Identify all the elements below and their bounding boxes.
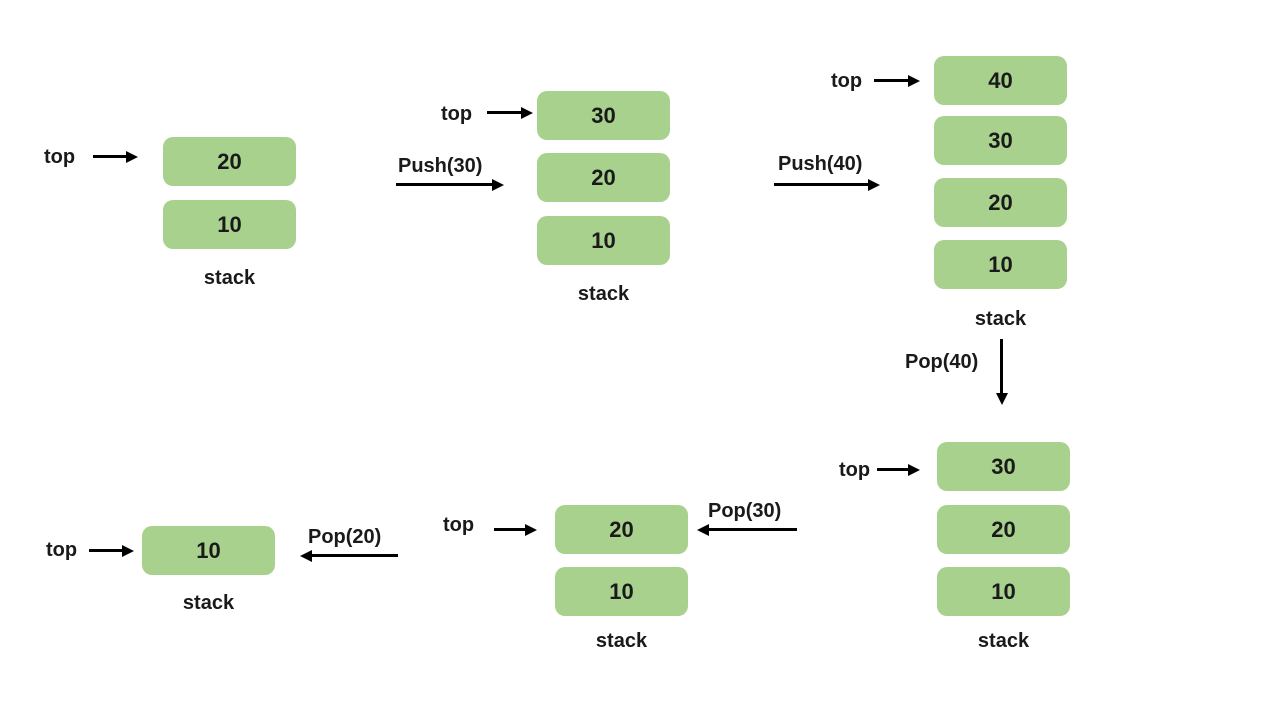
top-pointer-label: top: [443, 514, 475, 536]
stack-box: 10: [937, 567, 1070, 616]
stack-caption: stack: [203, 267, 256, 289]
stack-box: 10: [142, 526, 275, 575]
stack-box: 30: [934, 116, 1067, 165]
stack-box: 10: [163, 200, 296, 249]
push-40-label: Push(40): [778, 153, 863, 175]
top-pointer-label: top: [46, 539, 78, 561]
stack-box: 30: [937, 442, 1070, 491]
stack-box: 20: [937, 505, 1070, 554]
top-pointer-arrow-icon: [487, 111, 522, 114]
top-pointer-arrow-icon: [874, 79, 909, 82]
stack-box: 20: [555, 505, 688, 554]
top-pointer-arrow-icon: [494, 528, 526, 531]
pop-40-label: Pop(40): [905, 351, 979, 373]
stack-caption: stack: [977, 630, 1030, 652]
top-pointer-label: top: [44, 146, 76, 168]
stack-box: 40: [934, 56, 1067, 105]
pop-40-arrow-icon: [1000, 339, 1003, 394]
push-30-label: Push(30): [398, 155, 483, 177]
stack-box: 20: [537, 153, 670, 202]
stack-box: 20: [934, 178, 1067, 227]
pop-30-arrow-icon: [708, 528, 797, 531]
stack-caption: stack: [974, 308, 1027, 330]
pop-30-label: Pop(30): [708, 500, 782, 522]
stack-caption: stack: [577, 283, 630, 305]
stack-box: 10: [555, 567, 688, 616]
pop-20-arrow-icon: [311, 554, 398, 557]
top-pointer-label: top: [839, 459, 871, 481]
top-pointer-arrow-icon: [93, 155, 127, 158]
top-pointer-label: top: [831, 70, 863, 92]
stack-box: 10: [934, 240, 1067, 289]
stack-box: 30: [537, 91, 670, 140]
stack-box: 20: [163, 137, 296, 186]
top-pointer-arrow-icon: [877, 468, 909, 471]
push-40-arrow-icon: [774, 183, 869, 186]
stack-caption: stack: [595, 630, 648, 652]
push-30-arrow-icon: [396, 183, 493, 186]
pop-20-label: Pop(20): [308, 526, 382, 548]
stack-box: 10: [537, 216, 670, 265]
top-pointer-arrow-icon: [89, 549, 123, 552]
top-pointer-label: top: [441, 103, 473, 125]
stack-caption: stack: [182, 592, 235, 614]
